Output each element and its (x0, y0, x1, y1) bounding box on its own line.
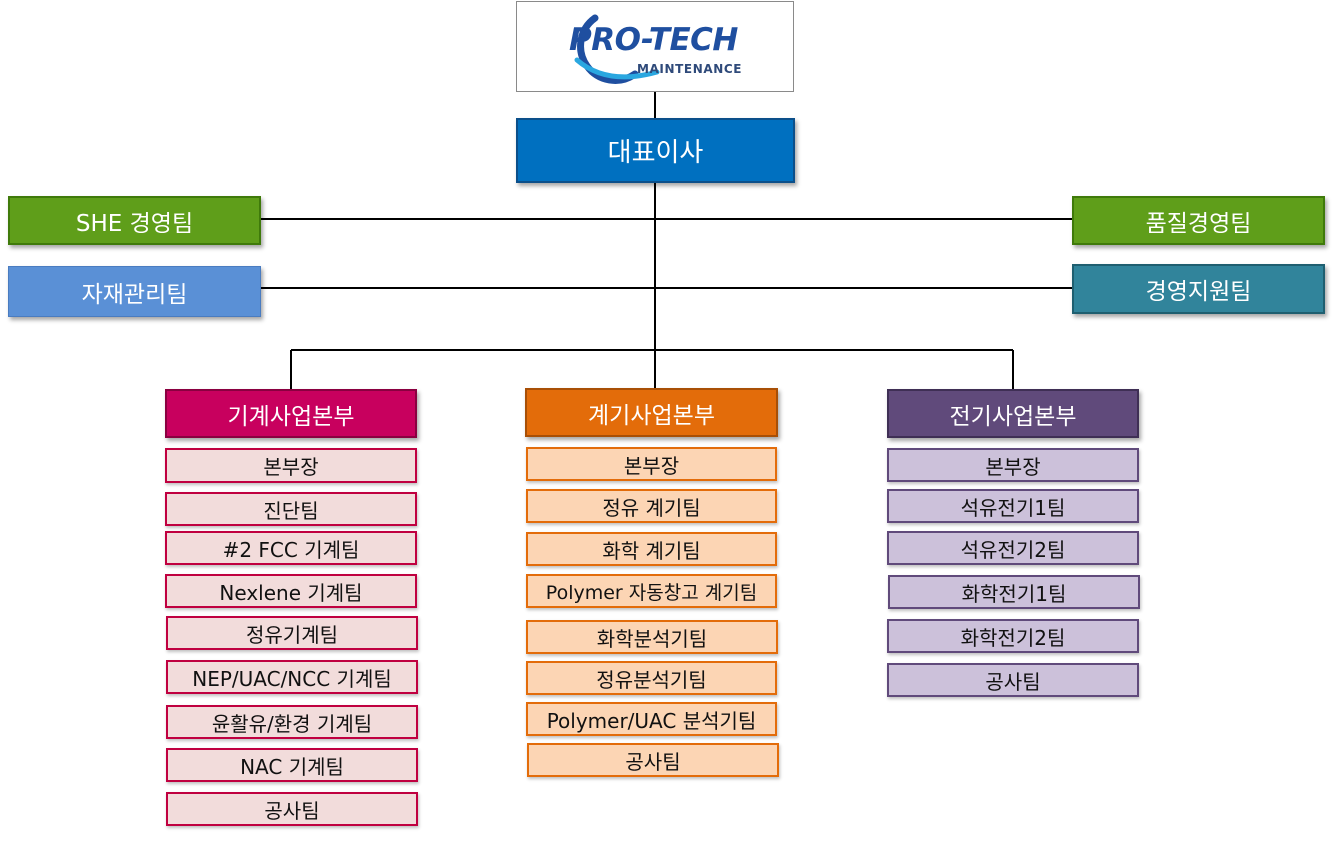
team-label: 본부장 (623, 453, 680, 478)
instrument-team-item: 공사팀 (527, 743, 779, 777)
electrical-team-item: 화학전기2팀 (887, 619, 1139, 653)
mechanical-team-item: 윤활유/환경 기계팀 (166, 705, 418, 739)
mechanical-team-item: 정유기계팀 (166, 616, 418, 650)
instrument-team-item: 본부장 (526, 447, 777, 481)
logo-swoosh-icon (574, 14, 660, 84)
electrical-team-item: 석유전기1팀 (887, 489, 1139, 523)
instrument-team-item: 화학분석기팀 (526, 620, 778, 654)
team-label: 공사팀 (985, 669, 1041, 694)
staff-management-support-team: 경영지원팀 (1072, 264, 1325, 314)
team-label: 본부장 (263, 455, 319, 479)
mechanical-team-item: 공사팀 (166, 792, 418, 826)
team-label: 화학전기1팀 (961, 581, 1067, 606)
mechanical-team-item: 본부장 (165, 448, 417, 483)
team-label: 본부장 (985, 454, 1041, 479)
mechanical-team-item: 진단팀 (165, 492, 417, 526)
team-label: 정유분석기팀 (596, 667, 707, 692)
division-instrument: 계기사업본부 (525, 388, 778, 437)
team-label: #2 FCC 기계팀 (222, 537, 360, 562)
instrument-team-item: 정유 계기팀 (526, 489, 777, 523)
staff-management-support-team-label: 경영지원팀 (1145, 279, 1252, 305)
staff-she-team-label: SHE 경영팀 (75, 210, 194, 237)
logo-subtitle: MAINTENANCE (637, 62, 743, 76)
staff-material-team: 자재관리팀 (8, 266, 261, 317)
team-label: Polymer 자동창고 계기팀 (545, 581, 758, 604)
team-label: Nexlene 기계팀 (219, 580, 363, 605)
electrical-team-item: 화학전기1팀 (888, 575, 1140, 609)
team-label: 윤활유/환경 기계팀 (211, 711, 373, 736)
mechanical-team-item: #2 FCC 기계팀 (165, 531, 417, 565)
division-mechanical-title: 기계사업본부 (227, 403, 355, 430)
electrical-team-item: 공사팀 (887, 663, 1139, 697)
division-instrument-title: 계기사업본부 (588, 402, 715, 429)
team-label: 정유기계팀 (246, 622, 338, 647)
logo-brand-text: PRO-TECH (569, 22, 738, 58)
electrical-team-item: 석유전기2팀 (887, 531, 1139, 565)
staff-material-team-label: 자재관리팀 (81, 281, 188, 308)
mechanical-team-item: Nexlene 기계팀 (165, 574, 417, 608)
ceo-box: 대표이사 (516, 118, 795, 183)
staff-quality-team-label: 품질경영팀 (1145, 210, 1252, 237)
team-label: 화학분석기팀 (596, 626, 708, 651)
staff-she-team: SHE 경영팀 (8, 196, 261, 245)
division-mechanical: 기계사업본부 (165, 389, 417, 438)
team-label: 공사팀 (264, 798, 320, 823)
team-label: NAC 기계팀 (240, 754, 344, 779)
company-logo: PRO-TECH MAINTENANCE (516, 1, 794, 92)
staff-quality-team: 품질경영팀 (1072, 196, 1325, 245)
team-label: 석유전기2팀 (960, 537, 1066, 562)
mechanical-team-item: NAC 기계팀 (166, 748, 418, 782)
division-electrical: 전기사업본부 (887, 389, 1139, 438)
team-label: NEP/UAC/NCC 기계팀 (192, 666, 392, 691)
team-label: 화학전기2팀 (960, 625, 1066, 650)
team-label: Polymer/UAC 분석기팀 (546, 708, 757, 733)
mechanical-team-item: NEP/UAC/NCC 기계팀 (166, 660, 418, 694)
team-label: 정유 계기팀 (602, 495, 701, 520)
electrical-team-item: 본부장 (887, 448, 1139, 482)
instrument-team-item: Polymer/UAC 분석기팀 (526, 702, 777, 736)
team-label: 화학 계기팀 (602, 538, 701, 563)
instrument-team-item: 화학 계기팀 (526, 532, 777, 566)
division-electrical-title: 전기사업본부 (949, 403, 1077, 430)
instrument-team-item: 정유분석기팀 (526, 661, 777, 695)
ceo-label: 대표이사 (607, 138, 704, 168)
instrument-team-item: Polymer 자동창고 계기팀 (526, 574, 777, 608)
team-label: 공사팀 (625, 749, 681, 774)
team-label: 석유전기1팀 (960, 495, 1066, 520)
team-label: 진단팀 (263, 498, 319, 523)
